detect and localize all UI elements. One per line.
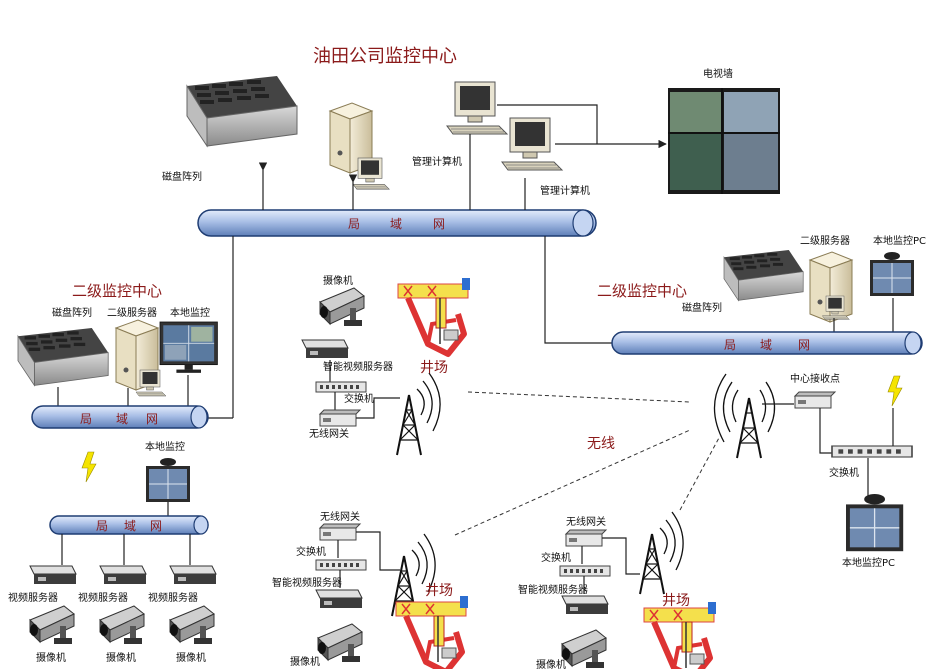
left-lan1-char-2: 域 bbox=[116, 412, 129, 426]
left-lan-pipe-1 bbox=[31, 405, 209, 429]
connector bbox=[497, 104, 598, 144]
well-top-tower bbox=[396, 372, 442, 456]
well-top-gateway bbox=[319, 409, 361, 427]
connector bbox=[602, 537, 640, 575]
left-center-title: 二级监控中心 bbox=[72, 282, 163, 300]
right-disk-array bbox=[723, 249, 804, 301]
well-br-smart-server-label: 智能视频服务器 bbox=[518, 585, 588, 596]
left-local-monitor bbox=[159, 321, 218, 374]
left-local-monitor-label: 本地监控 bbox=[170, 308, 210, 319]
right-bolt bbox=[887, 375, 903, 407]
well-br-gateway bbox=[565, 529, 607, 547]
center-lan-char-3: 网 bbox=[433, 217, 446, 231]
left-video-server-label-1: 视频服务器 bbox=[8, 593, 58, 604]
left-lan-pipe-2 bbox=[49, 515, 209, 535]
page-title: 油田公司监控中心 bbox=[313, 46, 457, 67]
right-lan-char-3: 网 bbox=[798, 338, 811, 352]
center-lan-char-1: 局 bbox=[348, 217, 361, 231]
left-video-server-label-3: 视频服务器 bbox=[148, 593, 198, 604]
well-bl-switch-label: 交换机 bbox=[296, 547, 326, 558]
left-cameras bbox=[29, 605, 215, 645]
left-camera-label-2: 摄像机 bbox=[106, 653, 136, 664]
left-bolt bbox=[81, 451, 97, 483]
right-local-pc-2-label: 本地监控PC bbox=[842, 558, 896, 569]
right-receiver bbox=[794, 391, 836, 409]
connector bbox=[819, 408, 832, 454]
center-lan-char-2: 域 bbox=[390, 217, 403, 231]
well-br-tower bbox=[639, 511, 685, 595]
well-bl-gateway-label: 无线网关 bbox=[320, 512, 360, 523]
well-br-site-label: 井场 bbox=[662, 593, 690, 609]
well-top-switch-label: 交换机 bbox=[344, 394, 374, 405]
right-local-pc-label: 本地监控PC bbox=[873, 236, 927, 247]
left-lan2-char-3: 网 bbox=[150, 519, 163, 533]
well-top-camera bbox=[319, 287, 365, 327]
well-br-smart-server bbox=[561, 595, 609, 615]
video-wall-label: 电视墙 bbox=[703, 69, 733, 80]
mgmt-pc-1 bbox=[446, 81, 508, 135]
well-top-gateway-label: 无线网关 bbox=[309, 429, 349, 440]
right-switch bbox=[831, 445, 913, 458]
right-center-title: 二级监控中心 bbox=[597, 282, 688, 300]
well-bl-camera bbox=[317, 623, 363, 663]
center-disk-array bbox=[186, 75, 298, 147]
wireless-label: 无线 bbox=[587, 436, 615, 452]
mgmt-pc-2 bbox=[501, 117, 563, 171]
well-top-smart-server bbox=[301, 339, 349, 359]
well-top-rig bbox=[398, 278, 470, 354]
well-bl-camera-label: 摄像机 bbox=[290, 657, 320, 668]
right-disk-array-label: 磁盘阵列 bbox=[682, 303, 722, 314]
center-lan-pipe bbox=[197, 209, 597, 237]
left-camera-label-3: 摄像机 bbox=[176, 653, 206, 664]
left-lan1-char-3: 网 bbox=[146, 412, 159, 426]
left-lan2-char-2: 域 bbox=[124, 519, 137, 533]
well-br-switch-label: 交换机 bbox=[541, 553, 571, 564]
left-video-servers bbox=[29, 534, 217, 585]
well-br-rig bbox=[644, 602, 716, 669]
connector bbox=[356, 531, 400, 571]
well-br-camera bbox=[561, 629, 607, 669]
right-lan-pipe bbox=[611, 331, 923, 355]
right-local-pc-2 bbox=[845, 493, 904, 552]
well-top-smart-server-label: 智能视频服务器 bbox=[323, 362, 393, 373]
right-server-label: 二级服务器 bbox=[800, 236, 850, 247]
well-bl-gateway bbox=[319, 523, 361, 541]
right-lan-char-2: 域 bbox=[760, 338, 773, 352]
well-bl-rig bbox=[396, 596, 468, 669]
left-disk-array-label: 磁盘阵列 bbox=[52, 308, 92, 319]
left-local-monitor-2 bbox=[145, 457, 191, 503]
right-lan-char-1: 局 bbox=[724, 338, 737, 352]
mgmt-pc-1-label: 管理计算机 bbox=[412, 157, 462, 168]
left-server-label: 二级服务器 bbox=[107, 308, 157, 319]
well-br-camera-label: 摄像机 bbox=[536, 660, 566, 671]
center-disk-array-label: 磁盘阵列 bbox=[162, 172, 202, 183]
center-server-pc bbox=[352, 157, 390, 190]
left-camera-label-1: 摄像机 bbox=[36, 653, 66, 664]
left-lan1-char-1: 局 bbox=[80, 412, 93, 426]
wireless-links bbox=[454, 391, 721, 536]
left-lan2-char-1: 局 bbox=[96, 519, 109, 533]
right-receiver-label: 中心接收点 bbox=[790, 374, 840, 385]
well-bl-switch bbox=[315, 559, 367, 571]
well-bl-smart-server bbox=[315, 589, 363, 609]
connector bbox=[356, 397, 400, 419]
video-wall bbox=[668, 88, 780, 194]
left-disk-array bbox=[17, 327, 109, 386]
right-receiver-tower bbox=[713, 373, 776, 459]
well-bl-site-label: 井场 bbox=[425, 583, 453, 599]
left-local-monitor-2-label: 本地监控 bbox=[145, 442, 185, 453]
mgmt-pc-2-label: 管理计算机 bbox=[540, 186, 590, 197]
right-switch-label: 交换机 bbox=[829, 468, 859, 479]
well-bl-smart-server-label: 智能视频服务器 bbox=[272, 578, 342, 589]
well-br-gateway-label: 无线网关 bbox=[566, 517, 606, 528]
right-local-pc bbox=[869, 251, 915, 297]
well-top-site-label: 井场 bbox=[420, 360, 448, 376]
left-video-server-label-2: 视频服务器 bbox=[78, 593, 128, 604]
well-top-switch bbox=[315, 381, 367, 393]
left-server-pc bbox=[135, 369, 167, 397]
well-br-switch bbox=[559, 565, 611, 577]
connector bbox=[544, 236, 612, 344]
well-top-camera-label: 摄像机 bbox=[323, 276, 353, 287]
